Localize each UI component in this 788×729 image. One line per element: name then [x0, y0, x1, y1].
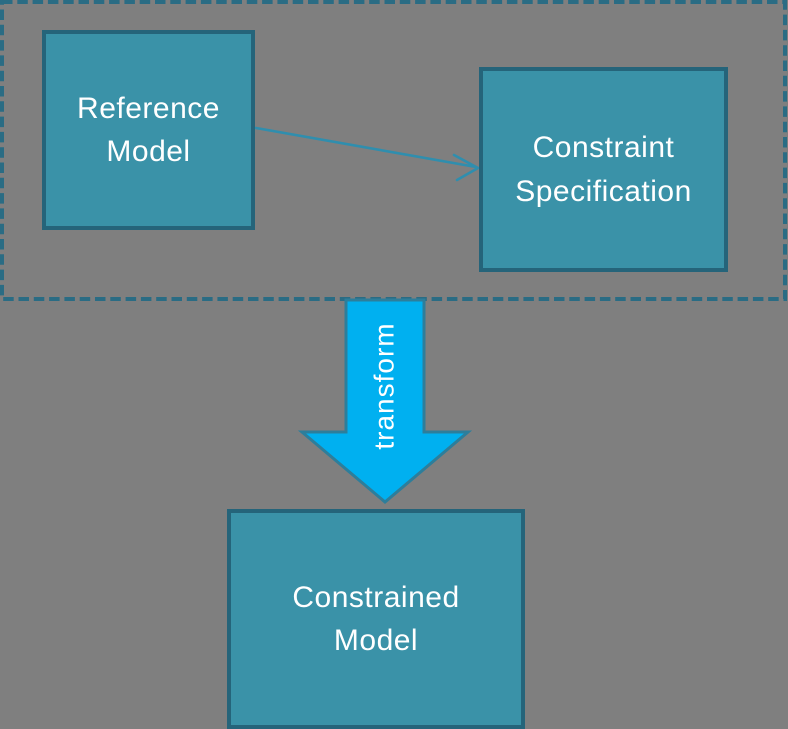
transform-arrow-label-wrap: transform — [345, 302, 425, 470]
constrained-model-label-line1: Constrained — [292, 580, 460, 614]
transform-arrow-shape — [297, 298, 473, 504]
reference-model-label-line2: Model — [106, 135, 191, 168]
constrained-model-label-line2: Model — [333, 624, 419, 657]
reference-model-label-line1: Reference — [77, 91, 220, 125]
transform-arrow-label: transform — [369, 322, 400, 450]
constraint-specification-label-line2: Specification — [515, 174, 692, 208]
constraint-specification-label-line1: Constraint — [532, 131, 675, 164]
constrained-model-box: Constrained Model — [227, 509, 525, 729]
constraint-specification-box: Constraint Specification — [479, 67, 728, 272]
connector-arrow-path — [254, 126, 480, 182]
reference-model-box: Reference Model — [42, 30, 255, 230]
